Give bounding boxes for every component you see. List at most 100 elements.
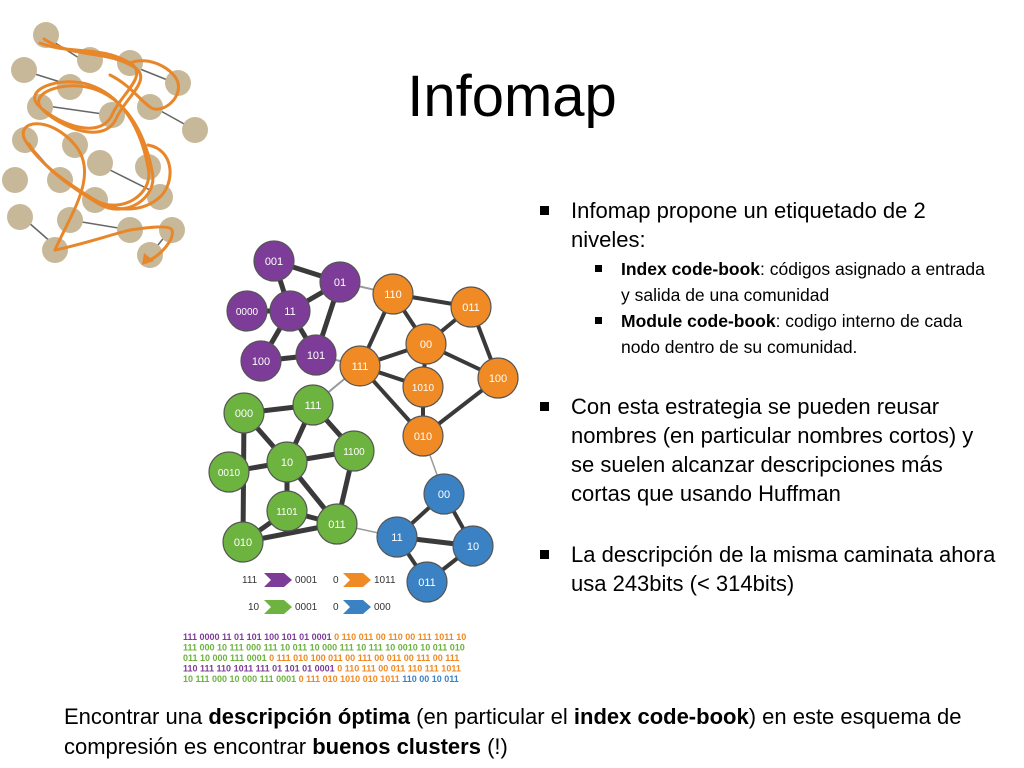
graph-node-label: 000 bbox=[235, 408, 253, 420]
graph-node-circle bbox=[226, 290, 268, 332]
index-code-label: 111 bbox=[242, 575, 258, 586]
graph-node-label: 0000 bbox=[236, 307, 259, 318]
graph-node: 011 bbox=[406, 561, 448, 603]
exit-code-label: 0001 bbox=[295, 575, 318, 586]
bitstream-segment: 0 111 010 100 011 00 111 00 011 00 111 0… bbox=[269, 653, 459, 663]
exit-code-label: 1011 bbox=[374, 575, 396, 586]
graph-node: 011 bbox=[316, 503, 358, 545]
graph-node-circle bbox=[402, 415, 444, 457]
graph-node-circle bbox=[333, 430, 375, 472]
graph-node-circle bbox=[223, 392, 265, 434]
graph-node-label: 00 bbox=[438, 489, 450, 501]
bitstream-segment: 110 00 10 011 bbox=[402, 674, 459, 684]
graph-node-circle bbox=[292, 384, 334, 426]
graph-node: 010 bbox=[222, 521, 264, 563]
bitstream-segment: 111 000 10 111 000 111 10 011 10 000 111… bbox=[183, 643, 465, 653]
sub-bullet-index-codebook: Index code-book: códigos asignado a entr… bbox=[571, 256, 998, 308]
graph-node-label: 100 bbox=[252, 356, 270, 368]
sub-bullet-term: Module code-book bbox=[621, 311, 776, 331]
graph-node: 100 bbox=[240, 340, 282, 382]
bullet-square-icon bbox=[540, 206, 549, 215]
graph-node-circle bbox=[266, 441, 308, 483]
footer-text: ) en este esquema de compresión es encon… bbox=[64, 704, 962, 759]
sub-bullet-text: : códigos asignado a entrada y salida de… bbox=[621, 259, 985, 305]
graph-node-label: 100 bbox=[489, 373, 507, 385]
graph-node: 10 bbox=[452, 525, 494, 567]
graph-node-label: 010 bbox=[414, 431, 432, 443]
graph-node-circle bbox=[376, 516, 418, 558]
graph-node: 01 bbox=[319, 261, 361, 303]
graph-node-label: 011 bbox=[418, 577, 436, 589]
index-code-label: 10 bbox=[248, 602, 260, 613]
graph-node-circle bbox=[208, 451, 250, 493]
graph-node: 1101 bbox=[266, 490, 308, 532]
graph-node: 10 bbox=[266, 441, 308, 483]
graph-node-label: 1100 bbox=[343, 447, 365, 458]
graph-node-label: 0010 bbox=[218, 468, 241, 479]
bullet-square-icon bbox=[595, 317, 602, 324]
sub-bullet-term: Index code-book bbox=[621, 259, 761, 279]
graph-node-circle bbox=[295, 334, 337, 376]
footer-emphasis: index code-book bbox=[573, 704, 749, 729]
sub-bullet-text: : codigo interno de cada nodo dentro de … bbox=[621, 311, 963, 357]
bitstream-segment: 111 0000 11 01 101 100 101 01 0001 bbox=[183, 632, 334, 642]
graph-node-circle bbox=[269, 290, 311, 332]
graph-node-circle bbox=[477, 357, 519, 399]
sub-bullet-list: Index code-book: códigos asignado a entr… bbox=[571, 256, 998, 360]
graph-node: 001 bbox=[253, 240, 295, 282]
footer-text: (!) bbox=[480, 734, 508, 759]
bullet-text: Con esta estrategia se pueden reusar nom… bbox=[571, 394, 974, 506]
graph-node-label: 001 bbox=[265, 256, 283, 268]
graph-node-circle bbox=[406, 561, 448, 603]
chevron-arrow-icon bbox=[343, 600, 371, 614]
graph-node-label: 101 bbox=[307, 350, 325, 362]
index-code-label: 0 bbox=[333, 602, 339, 613]
graph-node: 00 bbox=[405, 323, 447, 365]
graph-node-label: 01 bbox=[334, 277, 346, 289]
graph-node-circle bbox=[319, 261, 361, 303]
graph-node-label: 00 bbox=[420, 339, 432, 351]
graph-node-label: 011 bbox=[328, 519, 346, 531]
chevron-arrow-icon bbox=[343, 573, 371, 587]
footer-emphasis: buenos clusters bbox=[312, 734, 481, 759]
graph-node: 00 bbox=[423, 473, 465, 515]
graph-node: 111 bbox=[339, 345, 381, 387]
graph-node-circle bbox=[253, 240, 295, 282]
graph-node-circle bbox=[423, 473, 465, 515]
bitstream-segment: 0 110 111 00 011 110 111 1011 bbox=[337, 664, 461, 674]
random-walk-illustration bbox=[2, 22, 208, 268]
bullet-text: Infomap propone un etiquetado de 2 nivel… bbox=[571, 198, 926, 252]
bullet-square-icon bbox=[540, 550, 549, 559]
graph-node-circle bbox=[240, 340, 282, 382]
graph-node-circle bbox=[222, 521, 264, 563]
footer-statement: Encontrar una descripción óptima (en par… bbox=[64, 702, 964, 762]
bullet-reuse-names: Con esta estrategia se pueden reusar nom… bbox=[538, 392, 998, 508]
graph-node-label: 1010 bbox=[412, 383, 435, 394]
bitstream-segment: 110 111 110 1011 111 01 101 01 0001 bbox=[183, 664, 337, 674]
graph-node: 101 bbox=[295, 334, 337, 376]
bullet-square-icon bbox=[540, 402, 549, 411]
bullet-two-level-labels: Infomap propone un etiquetado de 2 nivel… bbox=[538, 196, 998, 360]
bullet-list: Infomap propone un etiquetado de 2 nivel… bbox=[538, 196, 998, 598]
graph-node: 010 bbox=[402, 415, 444, 457]
sub-bullet-module-codebook: Module code-book: codigo interno de cada… bbox=[571, 308, 998, 360]
exit-code-label: 000 bbox=[374, 602, 391, 613]
bitstream-segment: 011 10 000 111 0001 bbox=[183, 653, 269, 663]
graph-node: 0000 bbox=[226, 290, 268, 332]
graph-node-circle bbox=[452, 525, 494, 567]
graph-node-circle bbox=[450, 286, 492, 328]
bullet-square-icon bbox=[595, 265, 602, 272]
graph-node: 100 bbox=[477, 357, 519, 399]
graph-node-label: 11 bbox=[284, 306, 295, 318]
graph-node: 1100 bbox=[333, 430, 375, 472]
graph-node-label: 111 bbox=[352, 361, 369, 373]
page-title: Infomap bbox=[407, 64, 617, 129]
graph-node: 000 bbox=[223, 392, 265, 434]
graph-node-label: 011 bbox=[462, 302, 480, 314]
graph-node: 111 bbox=[292, 384, 334, 426]
bullet-description-bits: La descripción de la misma caminata ahor… bbox=[538, 540, 998, 598]
bullet-text: La descripción de la misma caminata ahor… bbox=[571, 542, 996, 596]
footer-text: (en particular el bbox=[410, 704, 574, 729]
